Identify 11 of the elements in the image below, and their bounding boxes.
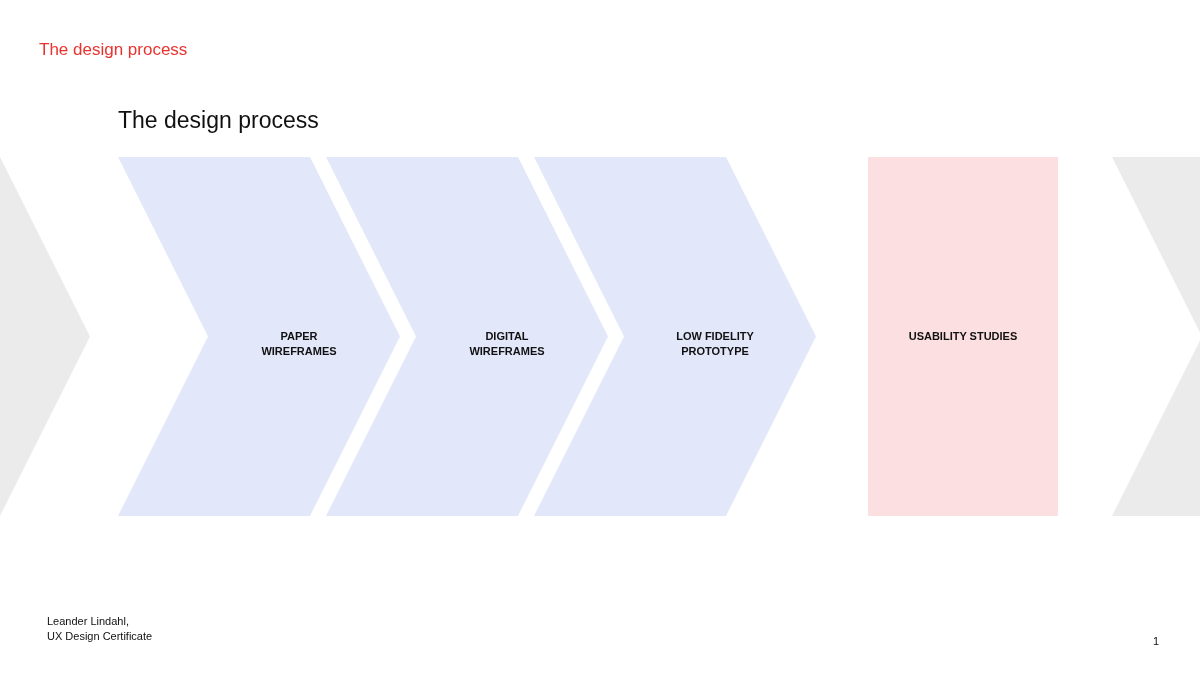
chevron-step bbox=[118, 157, 400, 516]
author-name: Leander Lindahl, bbox=[47, 615, 129, 627]
step-label: LOW FIDELITY PROTOTYPE bbox=[675, 329, 755, 359]
step-label: PAPER WIREFRAMES bbox=[260, 329, 338, 359]
step-label: DIGITAL WIREFRAMES bbox=[468, 329, 546, 359]
step-label: USABILITY STUDIES bbox=[907, 329, 1019, 344]
slide-title: The design process bbox=[118, 107, 319, 134]
footer-note: UX Design Certificate bbox=[47, 630, 153, 642]
slide-header: The design process bbox=[39, 40, 188, 60]
page-number: 1 bbox=[1153, 635, 1160, 647]
process-box bbox=[868, 157, 1058, 516]
